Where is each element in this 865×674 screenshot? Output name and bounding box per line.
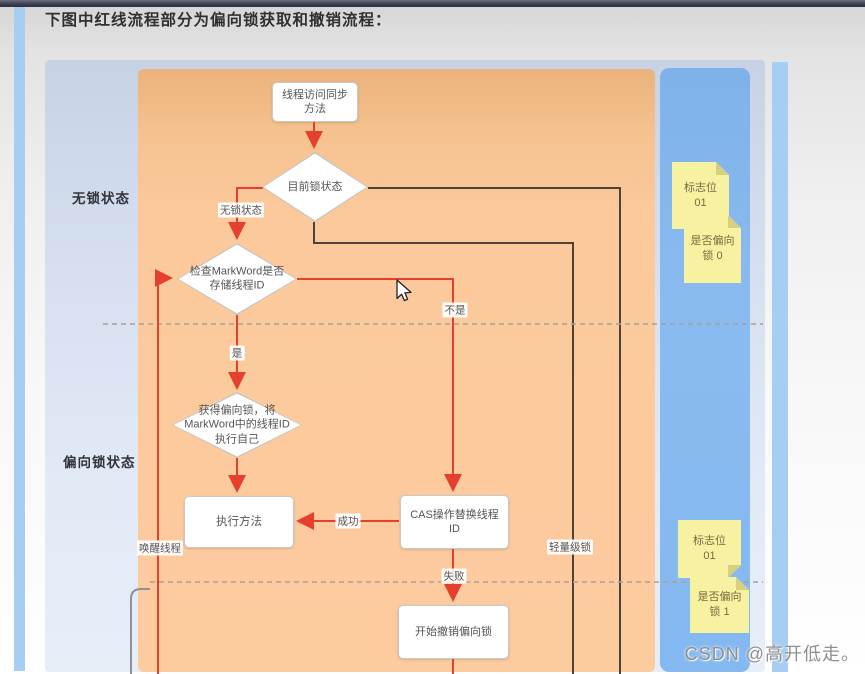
edge-checkmarkword-no-to-cas xyxy=(297,278,462,492)
page-title: 下图中红线流程部分为偏向锁获取和撤销流程： xyxy=(45,12,392,29)
edge-label-fail: 失败 xyxy=(441,568,467,584)
region-label-biased: 偏向锁状态 xyxy=(63,455,136,470)
node-execute-method: 执行方法 xyxy=(184,496,294,548)
note-biased-0: 是否偏向 锁 0 xyxy=(684,215,741,283)
edge-label-wake-thread: 唤醒线程 xyxy=(137,540,183,556)
csdn-watermark: CSDN @高开低走。 xyxy=(684,644,860,664)
edge-currentstate-to-checkmarkword xyxy=(228,187,263,240)
left-blue-stripe xyxy=(14,5,25,671)
note-flagbits-01-bottom: 标志位 01 xyxy=(678,520,741,578)
window-top-bar xyxy=(0,0,865,7)
node-cas-replace-threadid: CAS操作替换线程 ID xyxy=(400,495,509,549)
right-blue-stripe xyxy=(772,62,788,672)
note-biased-1: 是否偏向 锁 1 xyxy=(690,577,749,633)
region-label-lockfree: 无锁状态 xyxy=(72,191,130,206)
edge-label-lockfree: 无锁状态 xyxy=(218,202,264,218)
node-acquire-biased-lock: 获得偏向锁，将 MarkWord中的线程ID 执行自己 xyxy=(172,392,302,458)
edge-label-lightweight-lock: 轻量级锁 xyxy=(547,539,593,555)
edge-wakethread-to-checkmarkword xyxy=(155,269,173,674)
node-check-markword: 检查MarkWord是否 存储线程ID xyxy=(177,243,297,315)
node-current-lock-state: 目前锁状态 xyxy=(262,152,368,222)
node-start: 线程访问同步 方法 xyxy=(272,82,358,122)
black-line-right xyxy=(368,187,621,674)
edge-label-yes: 是 xyxy=(229,345,245,361)
flowchart-orange-panel xyxy=(138,69,655,672)
edge-label-success: 成功 xyxy=(335,513,361,529)
next-section-corner xyxy=(130,588,150,674)
mouse-cursor-icon xyxy=(396,279,412,302)
black-line-bottom xyxy=(313,222,574,674)
edge-label-no: 不是 xyxy=(442,302,468,318)
node-revoke-biased-lock: 开始撤销偏向锁 xyxy=(398,605,509,659)
